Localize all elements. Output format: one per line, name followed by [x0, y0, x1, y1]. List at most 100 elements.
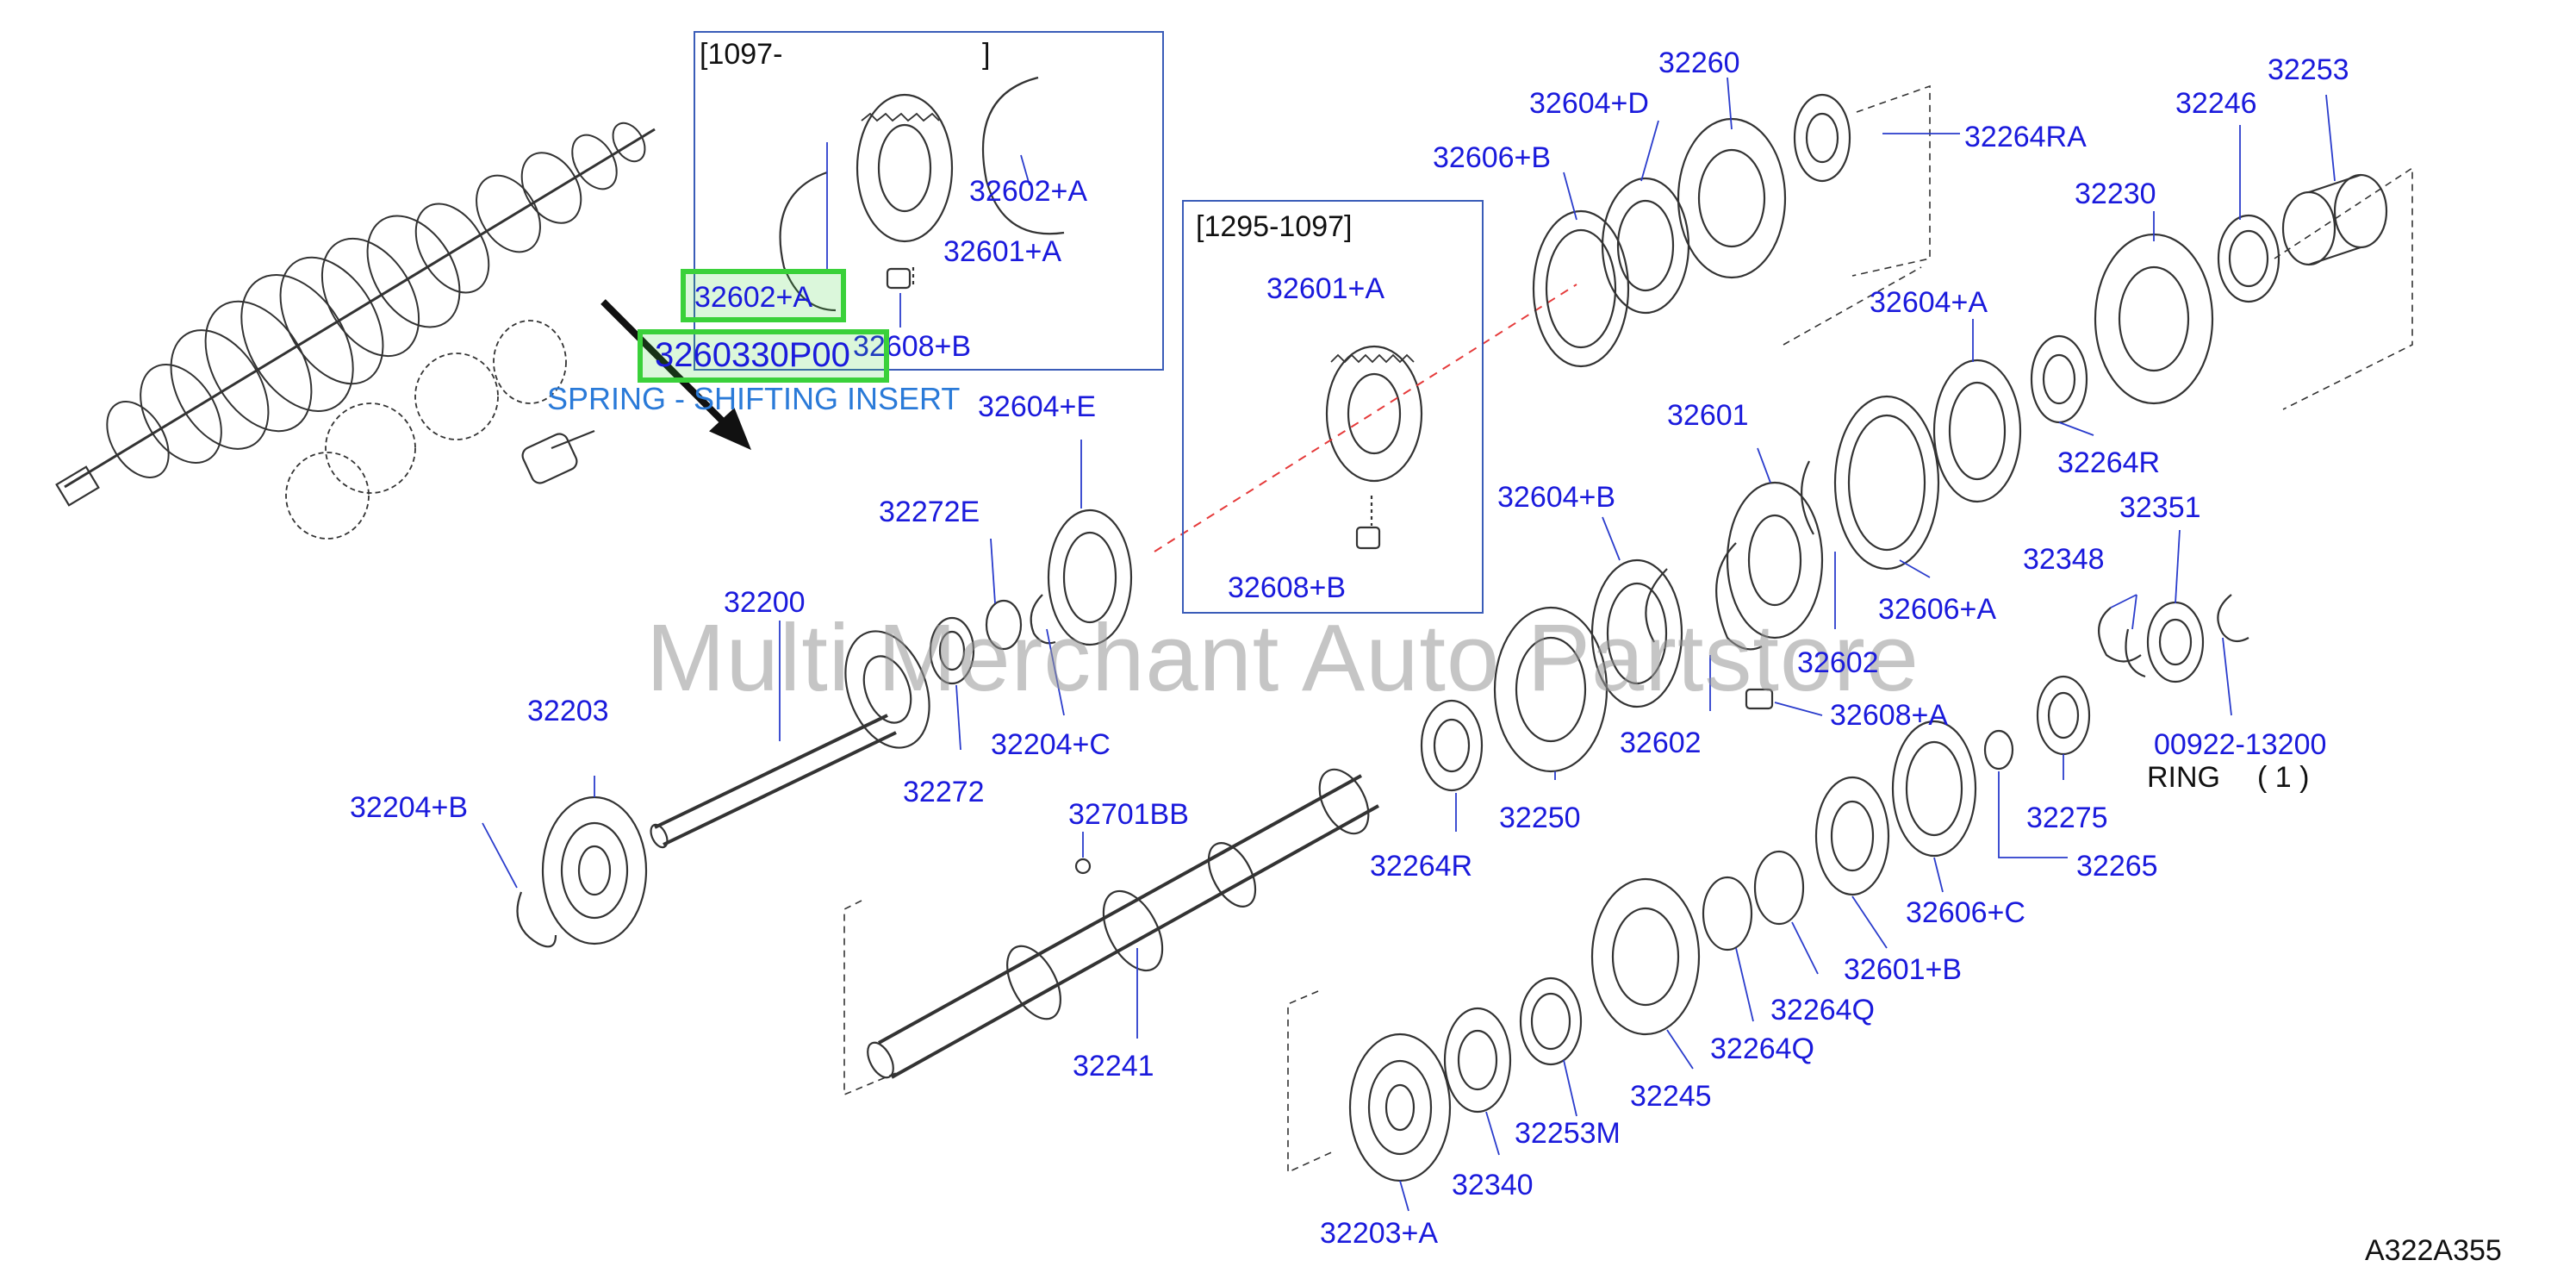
label-32264R-mid[interactable]: 32264R — [1370, 850, 1473, 883]
label-32606C[interactable]: 32606+C — [1906, 896, 2025, 929]
bearing-32264RA — [1793, 93, 1851, 183]
inset-box-b — [1182, 200, 1484, 614]
snap-ring-00922 — [2217, 594, 2249, 643]
main-shaft-32241 — [867, 768, 1379, 1079]
leader-lines — [482, 77, 2336, 1212]
gear-32250 — [1493, 606, 1608, 773]
spring-ring — [1801, 460, 1814, 535]
label-32348[interactable]: 32348 — [2023, 543, 2105, 576]
label-32602-b[interactable]: 32602 — [1620, 727, 1702, 759]
label-32264RA[interactable]: 32264RA — [1964, 121, 2087, 153]
hub-32601 — [1726, 481, 1824, 640]
label-32606B[interactable]: 32606+B — [1433, 141, 1552, 174]
label-32200[interactable]: 32200 — [724, 586, 806, 619]
label-32602-a[interactable]: 32602 — [1797, 646, 1879, 679]
washer-32265 — [1983, 729, 2014, 771]
insert-32608A — [1745, 688, 1774, 710]
label-32265[interactable]: 32265 — [2076, 850, 2158, 883]
label-32245[interactable]: 32245 — [1630, 1080, 1712, 1113]
label-32250[interactable]: 32250 — [1499, 802, 1581, 834]
dashed-frame-left — [843, 900, 897, 1096]
inset-b-range: [1295-1097] — [1196, 210, 1353, 243]
washer-32246 — [2217, 214, 2280, 303]
label-32253[interactable]: 32253 — [2268, 53, 2349, 86]
snap-ring-32204C — [1030, 594, 1056, 645]
washer-32272E — [985, 599, 1023, 651]
inset-a-label-32608B[interactable]: 32608+B — [853, 330, 972, 363]
bushing-32253 — [2281, 173, 2388, 266]
pointer-arrow — [600, 299, 752, 451]
bearing-32203A — [1348, 1033, 1452, 1182]
watermark: Multi Merchant Auto Partstore — [646, 605, 1920, 711]
input-shaft-32200 — [650, 630, 930, 849]
inset-b-label-32601A[interactable]: 32601+A — [1266, 272, 1385, 305]
inset-a-label-32602A[interactable]: 32602+A — [969, 175, 1088, 208]
bearing-32275 — [2036, 675, 2091, 756]
label-32264Q-a[interactable]: 32264Q — [1770, 994, 1875, 1026]
dashed-frame-right — [2274, 166, 2413, 410]
label-00922-13200[interactable]: 00922-13200 — [2154, 728, 2327, 761]
synchro-ring-32604A — [1932, 359, 2022, 503]
label-32204B[interactable]: 32204+B — [350, 791, 469, 824]
label-32601B[interactable]: 32601+B — [1844, 953, 1963, 986]
label-32601[interactable]: 32601 — [1667, 399, 1749, 432]
dashed-frame-bottom — [1287, 990, 1336, 1174]
highlight-3260330P00[interactable]: 3260330P00 — [638, 329, 889, 383]
inset-box-a — [694, 31, 1164, 371]
inset-a-parts — [779, 76, 1065, 312]
label-32246[interactable]: 32246 — [2175, 87, 2257, 120]
gear-32260 — [1677, 117, 1787, 279]
label-32241[interactable]: 32241 — [1073, 1050, 1154, 1082]
label-32264Q-b[interactable]: 32264Q — [1710, 1033, 1814, 1065]
spring-32602-a — [1645, 568, 1668, 643]
label-32340[interactable]: 32340 — [1452, 1169, 1534, 1201]
highlight-32602A-label: 32602+A — [694, 281, 813, 314]
label-32272[interactable]: 32272 — [903, 776, 985, 808]
gear-32340 — [1443, 1007, 1512, 1114]
label-32604A[interactable]: 32604+A — [1870, 286, 1988, 319]
label-32608A[interactable]: 32608+A — [1830, 699, 1949, 732]
inset-a-range-end: ] — [982, 38, 991, 71]
ring-32348-b — [2125, 628, 2146, 678]
label-32604B[interactable]: 32604+B — [1497, 481, 1616, 514]
label-32606A[interactable]: 32606+A — [1878, 593, 1997, 626]
label-32203A[interactable]: 32203+A — [1320, 1217, 1439, 1250]
sleeve-32606C — [1891, 720, 1977, 858]
dashed-frame-top — [1851, 84, 1931, 277]
label-32264R-top[interactable]: 32264R — [2057, 446, 2161, 479]
gear-32245 — [1590, 877, 1701, 1036]
sleeve-32606A — [1833, 395, 1940, 571]
document-code: A322A355 — [2365, 1234, 2502, 1267]
sleeve-32606B — [1532, 209, 1630, 368]
inset-a-label-32601A[interactable]: 32601+A — [943, 235, 1062, 268]
label-32351[interactable]: 32351 — [2119, 491, 2201, 524]
bearing-32264R-top — [2030, 334, 2088, 424]
label-32253M[interactable]: 32253M — [1515, 1117, 1621, 1150]
label-32203[interactable]: 32203 — [527, 695, 609, 727]
ring-note-label: RING — [2147, 761, 2220, 794]
bearing-32272 — [929, 616, 975, 685]
label-32604D[interactable]: 32604+D — [1529, 87, 1649, 120]
bearings-32264Q — [1702, 850, 1805, 951]
label-32272E[interactable]: 32272E — [879, 496, 980, 528]
inset-b-parts — [1325, 345, 1423, 550]
bearing-32351 — [2146, 601, 2205, 683]
label-32260[interactable]: 32260 — [1658, 47, 1740, 79]
label-32701BB[interactable]: 32701BB — [1068, 798, 1189, 831]
spring-32602-b — [1715, 542, 1763, 651]
label-32230[interactable]: 32230 — [2075, 178, 2156, 210]
label-32204C[interactable]: 32204+C — [991, 728, 1111, 761]
inset-b-label-32608B[interactable]: 32608+B — [1228, 571, 1347, 604]
ring-note-qty: ( 1 ) — [2257, 761, 2310, 794]
synchro-ring-32604E — [1047, 508, 1133, 646]
overview-shaft-illustration — [55, 122, 656, 540]
highlight-32602A[interactable]: 32602+A — [681, 269, 846, 322]
label-32604E[interactable]: 32604+E — [978, 390, 1097, 423]
synchro-ring-32604B — [1590, 558, 1683, 708]
highlight-3260330P00-label: 3260330P00 — [655, 336, 850, 374]
snap-ring-32204B — [516, 891, 557, 948]
label-32275[interactable]: 32275 — [2026, 802, 2108, 834]
synchro-ring-32604D — [1601, 177, 1690, 315]
